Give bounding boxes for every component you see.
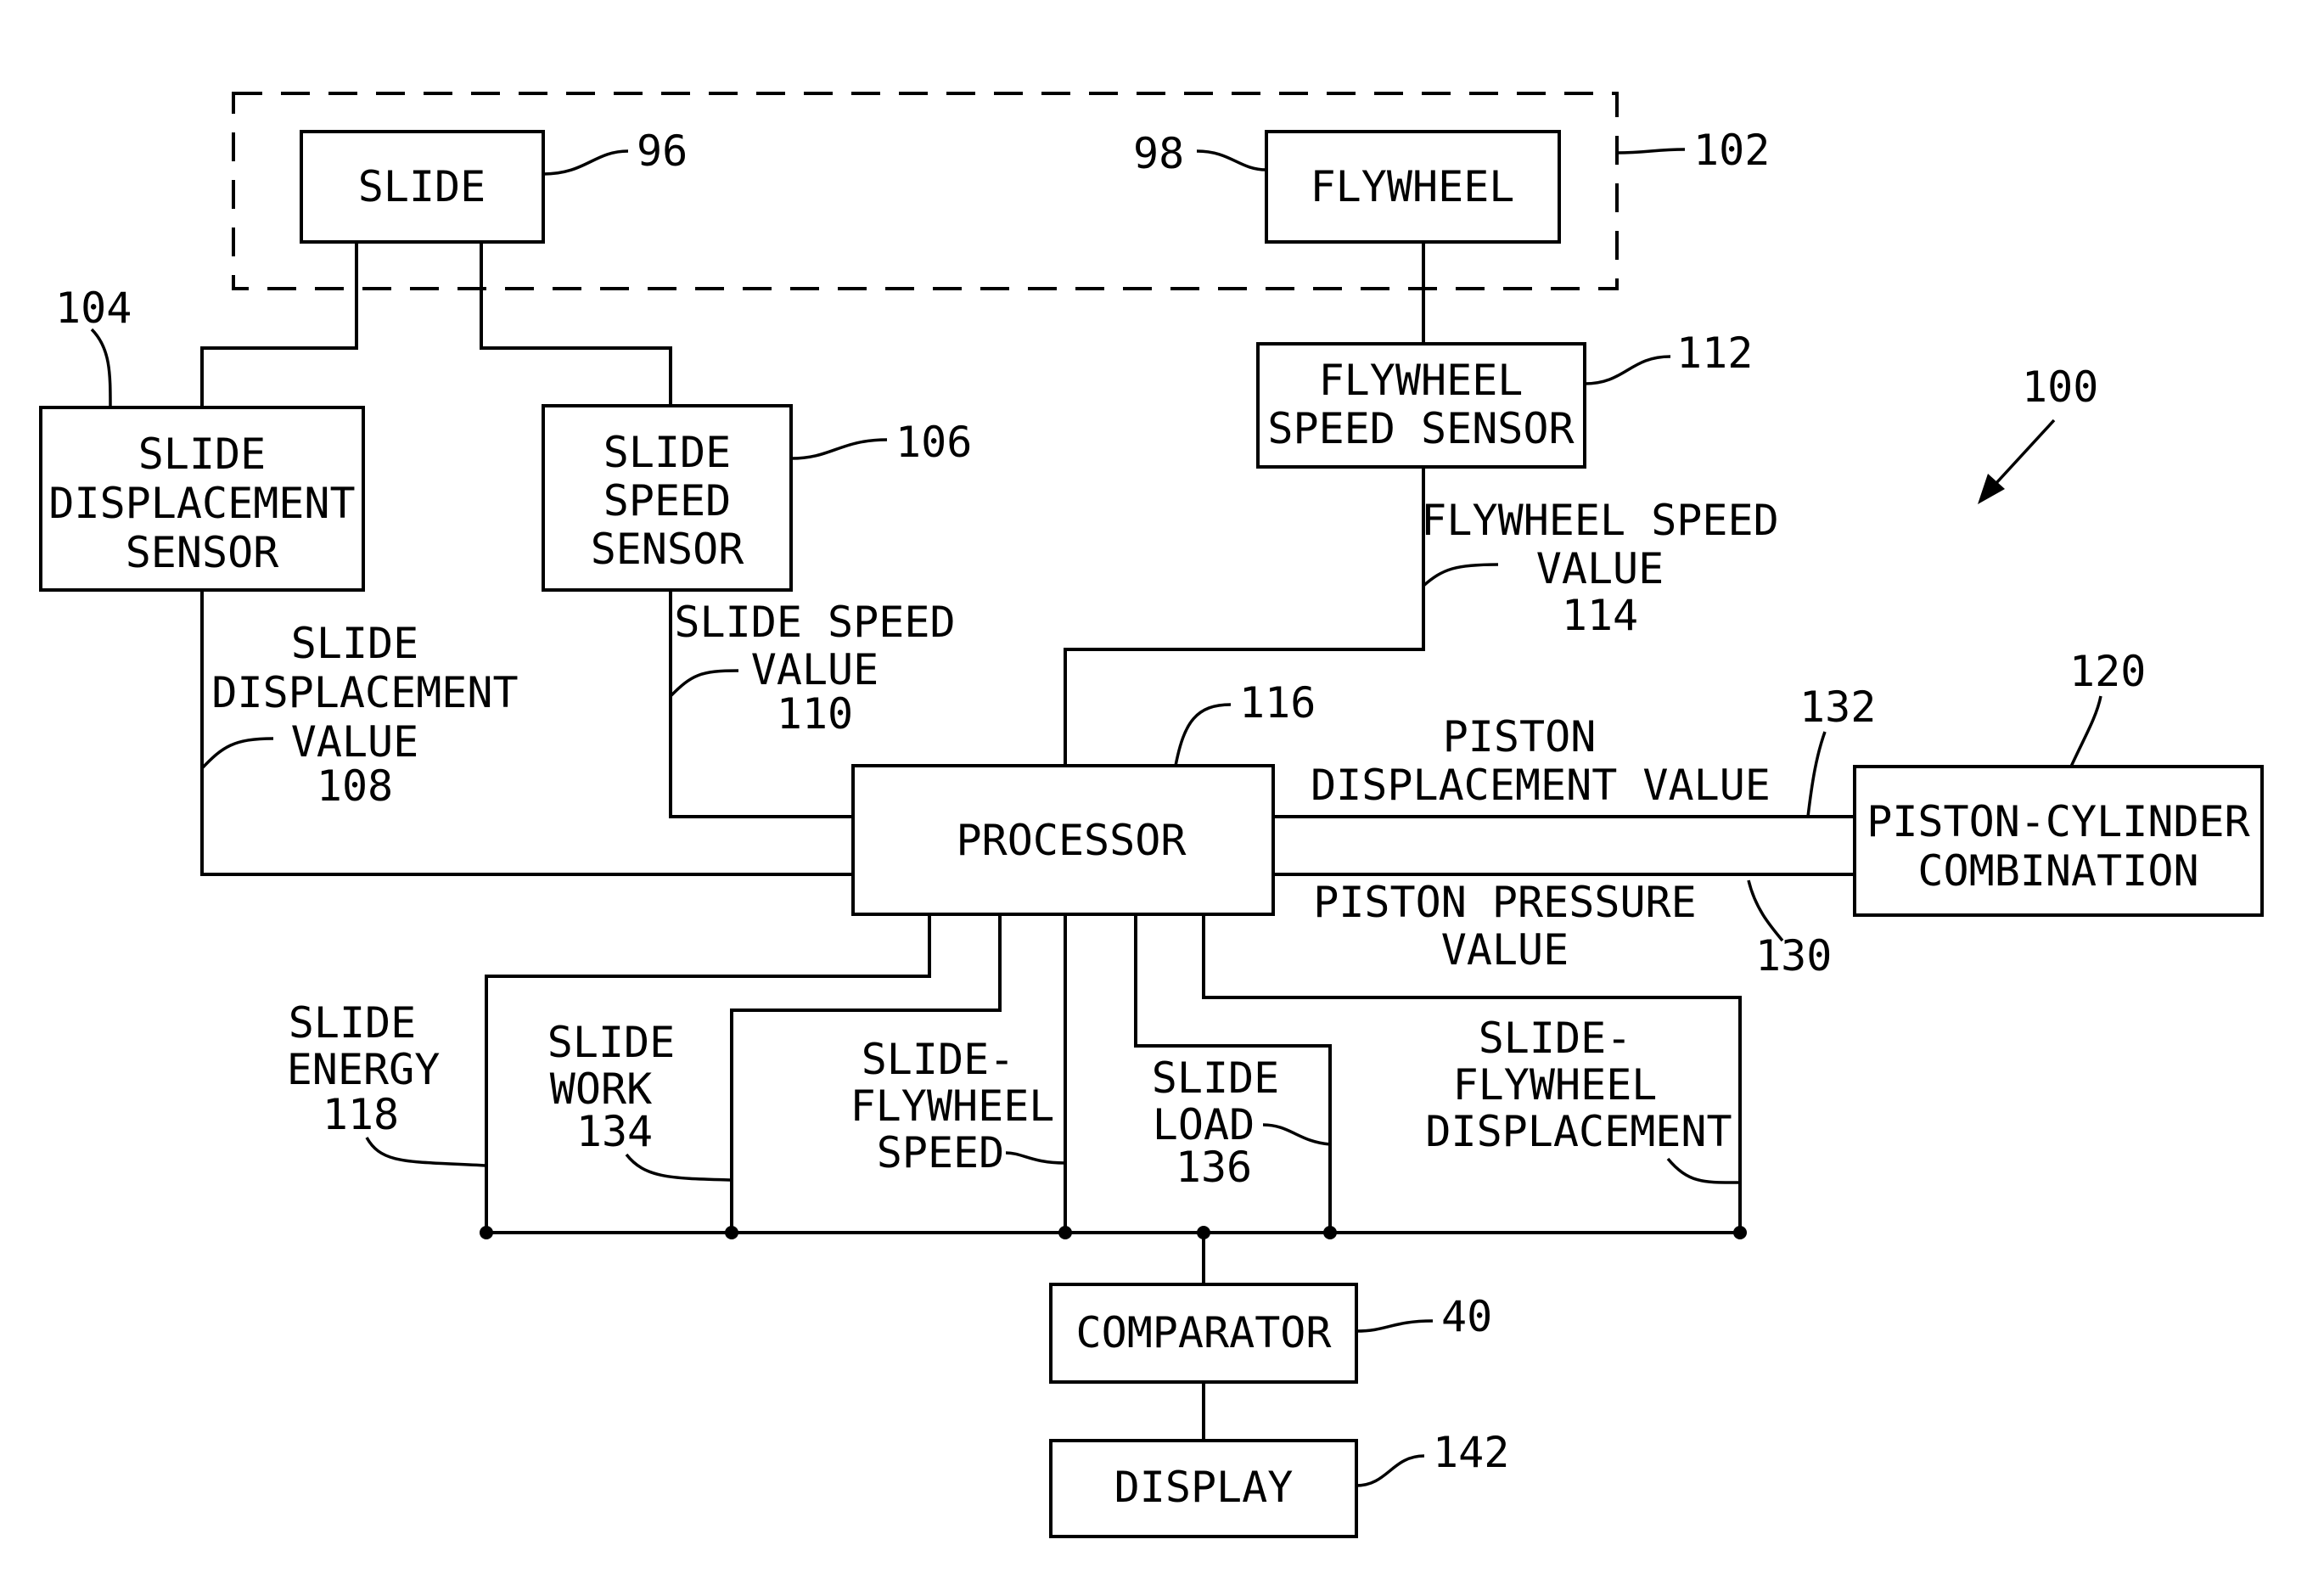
- flywheel-speed-value-ref: 114: [1562, 591, 1638, 640]
- piston-pressure-value-line-1: PISTON PRESSURE: [1313, 878, 1697, 927]
- bus-junction-dot: [480, 1226, 493, 1239]
- flywheel-speed-value-line-2: VALUE: [1536, 544, 1664, 593]
- flywheel-speed-sensor-ref-leader: [1585, 357, 1670, 384]
- slide-flywheel-displacement-line-1: SLIDE-: [1479, 1014, 1632, 1063]
- slide-displacement-value-line-2: DISPLACEMENT: [211, 668, 518, 717]
- slide-energy-line-2: ENERGY: [287, 1045, 441, 1094]
- bus-junction-dot: [1058, 1226, 1072, 1239]
- slide-speed-sensor-ref: 106: [895, 418, 972, 467]
- flywheel-speed-sensor-ref: 112: [1676, 329, 1753, 378]
- slide-energy-ref: 118: [323, 1090, 399, 1139]
- bus-junction-dot: [1197, 1226, 1210, 1239]
- slide-block-label: SLIDE: [358, 162, 486, 211]
- slide-flywheel-speed-line-1: SLIDE-: [862, 1035, 1015, 1084]
- processor-ref-leader: [1176, 705, 1231, 766]
- slide-flywheel-speed-line-2: FLYWHEEL: [850, 1082, 1055, 1131]
- comparator-ref-leader: [1356, 1321, 1433, 1331]
- flywheel-speed-value-leader: [1423, 565, 1498, 586]
- slide-ref: 96: [637, 126, 688, 176]
- flywheel-ref-leader: [1197, 151, 1266, 170]
- flywheel-speed-value-line-1: FLYWHEEL SPEED: [1421, 496, 1778, 545]
- slide-displacement-sensor-line-2: DISPLACEMENT: [48, 479, 355, 528]
- flywheel-speed-sensor-line-1: FLYWHEEL: [1319, 356, 1524, 405]
- piston-cylinder-line-1: PISTON-CYLINDER: [1866, 797, 2250, 846]
- slide-flywheel-speed-leader: [1006, 1153, 1065, 1163]
- flywheel-block-label: FLYWHEEL: [1311, 162, 1515, 211]
- piston-displacement-value-line-2: DISPLACEMENT VALUE: [1311, 761, 1771, 810]
- display-ref-leader: [1356, 1456, 1424, 1486]
- slide-energy-leader: [367, 1138, 486, 1166]
- bus-junction-dot: [725, 1226, 738, 1239]
- slide-displacement-sensor-ref-leader: [92, 329, 110, 407]
- processor-ref: 116: [1239, 678, 1316, 728]
- slide-displacement-value-line-1: SLIDE: [291, 619, 419, 668]
- slide-load-ref: 136: [1176, 1143, 1252, 1192]
- comparator-ref: 40: [1441, 1292, 1492, 1341]
- slide-displacement-sensor-line-1: SLIDE: [138, 430, 267, 479]
- display-block-label: DISPLAY: [1114, 1463, 1294, 1512]
- slide-ref-leader: [543, 151, 628, 174]
- slide-flywheel-displacement-line-2: FLYWHEEL: [1453, 1060, 1658, 1110]
- piston-pressure-value-line-2: VALUE: [1441, 925, 1569, 975]
- processor-block-label: PROCESSOR: [957, 816, 1187, 865]
- slide-speed-sensor-line-2: SPEED: [603, 476, 732, 525]
- slide-work-leader: [626, 1155, 732, 1180]
- slide-speed-value-line-2: VALUE: [751, 645, 879, 694]
- system-ref: 100: [2022, 362, 2098, 412]
- slide-flywheel-displacement-leader: [1668, 1159, 1740, 1183]
- slide-speed-value-leader: [671, 671, 738, 696]
- slide-load-leader: [1263, 1125, 1330, 1144]
- piston-cylinder-line-2: COMBINATION: [1917, 846, 2198, 896]
- slide-displacement-value-ref: 108: [317, 761, 393, 811]
- slide-energy-line-1: SLIDE: [289, 998, 417, 1048]
- slide-work-ref: 134: [576, 1107, 653, 1156]
- slide-displacement-value-line-3: VALUE: [291, 717, 419, 767]
- slide-speed-value-line-1: SLIDE SPEED: [674, 598, 955, 647]
- flywheel-ref: 98: [1133, 129, 1184, 178]
- slide-speed-sensor-line-1: SLIDE: [603, 428, 732, 477]
- piston-cylinder-ref-leader: [2071, 696, 2101, 767]
- slide-speed-value-ref: 110: [777, 689, 853, 739]
- slide-load-line-1: SLIDE: [1152, 1053, 1280, 1103]
- display-ref: 142: [1433, 1428, 1509, 1477]
- piston-cylinder-ref: 120: [2069, 647, 2146, 696]
- slide-to-displacement-sensor-wire: [202, 242, 356, 407]
- slide-speed-sensor-ref-leader: [791, 440, 887, 458]
- slide-displacement-sensor-ref: 104: [55, 284, 132, 333]
- slide-flywheel-displacement-line-3: DISPLACEMENT: [1425, 1107, 1732, 1156]
- slide-work-line-1: SLIDE: [547, 1018, 676, 1067]
- comparator-block-label: COMPARATOR: [1075, 1308, 1332, 1357]
- piston-pressure-value-ref: 130: [1755, 931, 1832, 980]
- slide-displacement-value-leader: [202, 739, 273, 768]
- piston-displacement-value-leader: [1808, 732, 1825, 817]
- slide-displacement-sensor-line-3: SENSOR: [126, 528, 280, 577]
- slide-speed-sensor-line-3: SENSOR: [591, 525, 745, 574]
- slide-flywheel-speed-line-3: SPEED: [877, 1128, 1005, 1177]
- bus-junction-dot: [1733, 1226, 1747, 1239]
- bus-junction-dot: [1323, 1226, 1337, 1239]
- group-ref: 102: [1693, 126, 1770, 175]
- slide-to-speed-sensor-wire: [481, 242, 671, 406]
- flywheel-speed-sensor-line-2: SPEED SENSOR: [1267, 404, 1575, 453]
- piston-displacement-value-line-1: PISTON: [1443, 712, 1597, 761]
- group-ref-leader: [1617, 149, 1685, 153]
- piston-displacement-value-ref: 132: [1799, 683, 1876, 732]
